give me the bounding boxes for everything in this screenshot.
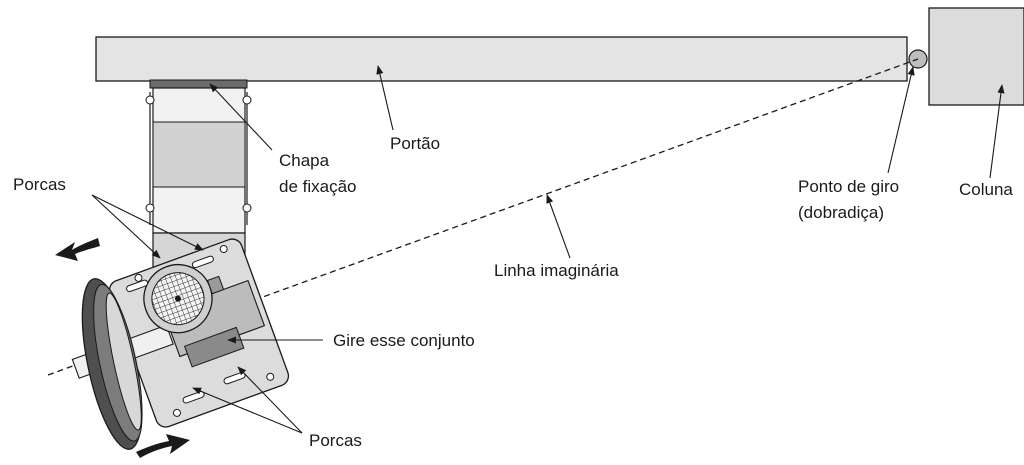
callout-chapa [209, 83, 273, 151]
rotate-arrow-top [55, 238, 100, 261]
callout-coluna [989, 84, 1005, 179]
column-block [928, 7, 1024, 106]
callout-linha [546, 194, 571, 259]
callout-portao [376, 65, 394, 131]
label-porcas-bottom: Porcas [309, 431, 362, 450]
label-coluna: Coluna [959, 180, 1013, 199]
nut-slot [191, 255, 214, 269]
callout-porcas-bottom-1 [192, 387, 303, 434]
label-ponto-line1: Ponto de giro [798, 177, 899, 196]
mounting-plate [149, 79, 248, 89]
callout-porcas-top-1 [91, 194, 161, 259]
label-portao: Portão [390, 134, 440, 153]
label-porcas-top: Porcas [13, 175, 66, 194]
label-chapa-line2: de fixação [279, 177, 357, 196]
label-linha: Linha imaginária [494, 261, 619, 280]
wheel [81, 278, 143, 450]
callout-porcas-top-2 [91, 194, 204, 251]
label-ponto-line2: (dobradiça) [798, 203, 884, 222]
label-gire: Gire esse conjunto [333, 331, 475, 350]
nut-slot [126, 279, 149, 293]
callout-ponto [887, 66, 915, 174]
callout-porcas-bottom-2 [237, 366, 303, 434]
rotate-arrow-bottom [136, 434, 190, 458]
label-chapa-line1: Chapa [279, 151, 330, 170]
gate-bar [95, 36, 908, 82]
